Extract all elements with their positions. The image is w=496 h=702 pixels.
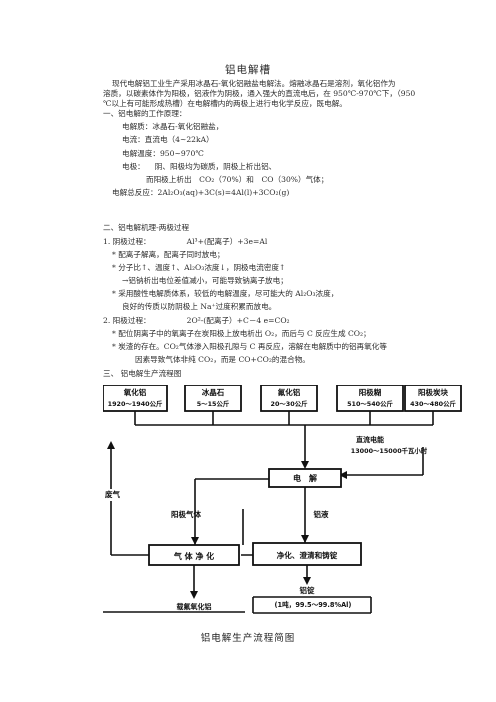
input-anode-block-qty: 430～480公斤 — [410, 399, 456, 408]
electrode-desc-1: 阴、阳极均为碳质，阴极上析出铝、 — [154, 162, 277, 171]
cathode-equation: Al³+(配离子）+3e=Al — [186, 237, 268, 246]
gas-purification-label: 气 体 净 化 — [173, 551, 214, 561]
anode-point-2: * 炭渣的存在。CO₂气体渗入阳极孔隙与 C 再反应，溶解在电解质中的铝再氧化等 — [112, 342, 387, 351]
molten-aluminium: 铝液 — [301, 487, 329, 543]
intro-line-3: ℃以上有可能形成热槽）在电解槽内的两极上进行电化学反应，既电解。 — [103, 99, 347, 108]
cathode-process: 1. 阴极过程： Al³+(配离子）+3e=Al — [103, 237, 267, 247]
input-cryolite-box — [184, 385, 242, 412]
input-anode-paste-qty: 510～540公斤 — [347, 399, 393, 408]
anode-gas-path: 阳极气体 — [171, 478, 269, 545]
anode-equation: 2O²-(配离子）+C－4 e=CO₂ — [186, 316, 290, 325]
production-flowchart: 氧化铝 1920～1940公斤 冰晶石 5～15公斤 氟化铝 20～30公斤 阳… — [103, 385, 463, 617]
input-alumina-name: 氧化铝 — [123, 387, 147, 397]
section3-heading: 三、 铝电解生产流程图 — [103, 369, 182, 378]
input-anode-block: 阳极炭块 430～480公斤 — [404, 385, 462, 412]
cathode-point-2: * 分子比↑、温度↑、Al₂O₃浓度↓，阴极电流密度↑ — [112, 263, 286, 272]
overall-reaction: 电解总反应：2Al₂O₃(aq)+3C(s)=4Al(l)+3CO₂(g) — [112, 188, 290, 197]
electrolysis-label: 电 解 — [293, 473, 317, 483]
electrolyte-line: 电解质：冰晶石-氧化铝融盐， — [122, 122, 224, 131]
anode-point-3: 因素导致气体非纯 CO₂，而是 CO+CO₂的混合物。 — [135, 355, 310, 364]
input-aluminum-fluoride-qty: 20～30公斤 — [271, 399, 309, 408]
section1-heading: 一、铝电解的工作原理： — [103, 109, 187, 118]
electrode-line-2: 而阳极上析出 CO₂（70%）和 CO（30%）气体； — [146, 175, 329, 184]
cathode-point-4: * 采用酸性电解质体系，较低的电解温度，尽可能大的 Al₂O₃浓度， — [112, 289, 339, 298]
input-alumina-qty: 1920～1940公斤 — [108, 399, 163, 408]
waste-gas: 废气 — [105, 441, 149, 556]
input-aluminum-fluoride-box — [260, 385, 318, 412]
refining: 净化、澄清和铸锭 — [252, 542, 362, 585]
current-line: 电流：直流电（4~22kA） — [122, 135, 214, 144]
cathode-point-3: →铝钠析出电位差值减小，可能导致钠离子放电； — [122, 276, 288, 285]
waste-gas-label: 废气 — [105, 489, 120, 499]
feed-lines — [134, 411, 434, 469]
anode-gas-label: 阳极气体 — [171, 509, 201, 519]
flowchart-svg: 氧化铝 1920～1940公斤 冰晶石 5～15公斤 氟化铝 20～30公斤 阳… — [103, 385, 462, 614]
dc-energy: 直流电能 13000～15000千瓦小时 — [339, 435, 428, 479]
input-cryolite: 冰晶石 5～15公斤 — [184, 385, 242, 412]
intro-line-2: 溶质，以碳素体作为阳极，铝液作为阴极，通入强大的直流电后，在 950℃-970℃… — [103, 89, 416, 98]
input-aluminum-fluoride: 氟化铝 20～30公斤 — [260, 385, 318, 412]
temperature-line: 电解温度：950~970℃ — [122, 149, 204, 158]
section2-heading: 二、铝电解机理-两极过程 — [103, 223, 190, 232]
electrolysis-cell: 电 解 — [268, 468, 342, 488]
gas-purification: 气 体 净 化 载氟氧化铝 — [103, 544, 245, 613]
anode-label: 2. 阳极过程： — [103, 316, 151, 325]
input-alumina-box — [103, 385, 168, 412]
input-anode-paste-box — [336, 385, 404, 412]
ingot-label: 铝锭 — [300, 585, 315, 595]
cathode-point-1: * 配离子解离，配离子同时放电； — [112, 250, 225, 259]
ingot: 铝锭 (1吨，99.5～99.8%Al) — [252, 585, 372, 614]
refining-label: 净化、澄清和铸锭 — [277, 550, 338, 560]
page-title: 铝电解槽 — [225, 64, 271, 76]
ingot-qty: (1吨，99.5～99.8%Al) — [275, 600, 352, 609]
intro-line-1: 现代电解铝工业生产采用冰晶石-氧化铝融盐电解法。熔融冰晶石是溶剂，氧化铝作为 — [112, 79, 396, 88]
input-anode-paste: 阳极糊 510～540公斤 — [336, 385, 404, 412]
flowchart-caption: 铝电解生产流程简图 — [200, 633, 296, 644]
input-anode-paste-name: 阳极糊 — [359, 387, 382, 397]
dc-qty: 13000～15000千瓦小时 — [351, 446, 428, 455]
input-anode-block-name: 阳极炭块 — [418, 387, 448, 397]
dc-label: 直流电能 — [356, 435, 384, 444]
anode-process: 2. 阳极过程： 2O²-(配离子）+C－4 e=CO₂ — [103, 316, 290, 326]
electrode-label: 电极： — [122, 162, 145, 171]
molten-al-label: 铝液 — [314, 509, 329, 519]
cathode-point-5: 良好的传质以防阴极上 Na⁺过度积累而放电。 — [122, 302, 277, 311]
input-aluminum-fluoride-name: 氟化铝 — [278, 387, 301, 397]
input-cryolite-name: 冰晶石 — [202, 387, 225, 397]
anode-point-1: * 配位阴离子中的氧离子在炭阳极上放电析出 O₂，而后与 C 反应生成 CO₂； — [112, 329, 371, 338]
input-alumina: 氧化铝 1920～1940公斤 — [103, 385, 168, 412]
cathode-label: 1. 阴极过程： — [103, 237, 151, 246]
recovered-alumina-label: 载氟氧化铝 — [177, 602, 212, 611]
electrode-line-1: 电极： 阴、阳极均为碳质，阴极上析出铝、 — [122, 162, 276, 172]
input-cryolite-qty: 5～15公斤 — [197, 399, 230, 408]
